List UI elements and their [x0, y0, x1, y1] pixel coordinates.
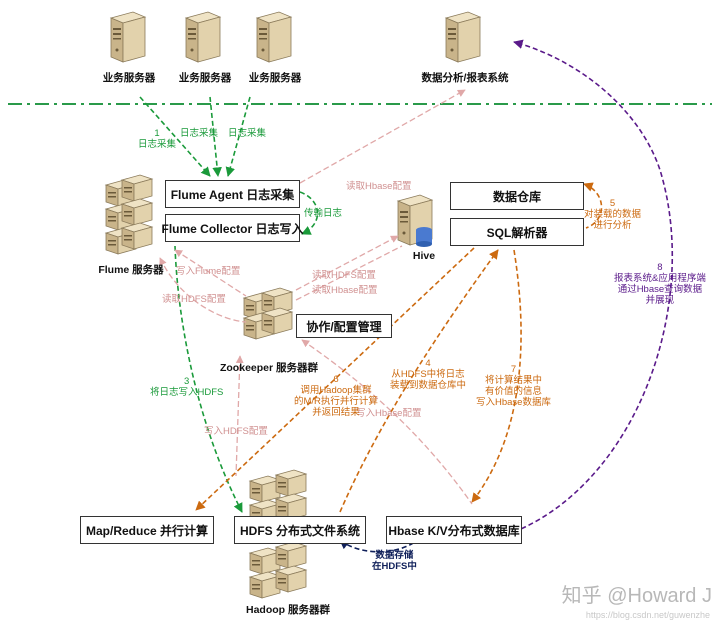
- coordination-box: 协作/配置管理: [296, 314, 392, 338]
- arrow-report-query: [513, 39, 673, 533]
- arrow-log-collect-2: [209, 96, 222, 177]
- write-flume-config-label: 写入Flume配置: [176, 266, 241, 277]
- write-hdfs-config-label: 写入HDFS配置: [204, 426, 268, 437]
- arrow-read-hbase-config-top: [299, 89, 466, 184]
- hive-label: Hive: [412, 250, 436, 262]
- business-server-label-3: 业务服务器: [248, 72, 302, 84]
- arrow-read-hdfs-config-left: [159, 257, 247, 323]
- hbase-box: Hbase K/V分布式数据库: [386, 516, 522, 544]
- arrow-load-warehouse: [339, 249, 499, 513]
- read-hbase-config-top-label: 读取Hbase配置: [346, 181, 412, 192]
- zookeeper-label: Zookeeper 服务器群: [219, 362, 319, 374]
- arrow-log-collect-1: [139, 96, 211, 177]
- sql-parser-box: SQL解析器: [450, 218, 584, 246]
- log-collect-label-2: 日志采集: [180, 128, 219, 139]
- mapreduce-box: Map/Reduce 并行计算: [80, 516, 214, 544]
- read-hdfs-config-left-label: 读取HDFS配置: [162, 294, 226, 305]
- data-storage-label: 数据存储在HDFS中: [372, 550, 417, 572]
- log-collect-label-3: 日志采集: [228, 128, 267, 139]
- arrow-write-hbase-config: [301, 339, 473, 505]
- hive-server-icon: [397, 194, 433, 247]
- flume-agent-box: Flume Agent 日志采集: [165, 180, 300, 208]
- business-server-label-2: 业务服务器: [178, 72, 232, 84]
- hadoop-label: Hadoop 服务器群: [246, 604, 330, 616]
- arrow-analyze: [583, 182, 603, 229]
- flume-server-icon: [105, 174, 153, 255]
- zookeeper-server-icon: [243, 287, 293, 340]
- data-warehouse-box: 数据仓库: [450, 182, 584, 210]
- arrow-read-hdfs-config-mid: [295, 235, 399, 291]
- report-system-label: 数据分析/报表系统: [421, 72, 509, 84]
- transfer-log-label: 传输日志: [304, 208, 343, 219]
- read-hdfs-config-mid-label: 读取HDFS配置: [312, 270, 376, 281]
- arrow-write-hbase: [471, 249, 522, 503]
- report-server-icon: [445, 11, 481, 63]
- arrow-write-flume-config: [174, 249, 247, 297]
- business-server-icon-3: [256, 11, 292, 63]
- arrow-transfer-log: [299, 191, 319, 235]
- arrow-write-hdfs-config: [235, 355, 244, 477]
- watermark: 知乎 @Howard J: [561, 585, 712, 607]
- write-hbase-config-label: 写入Hbase配置: [356, 408, 422, 419]
- business-server-icon-2: [185, 11, 221, 63]
- flume-server-label: Flume 服务器: [98, 264, 164, 276]
- arrow-log-collect-3: [225, 96, 251, 177]
- watermark-url: https://blog.csdn.net/guwenzhe: [585, 610, 710, 620]
- arrow-read-hbase-config-mid: [295, 245, 403, 301]
- business-server-icon-1: [110, 11, 146, 63]
- read-hbase-config-mid-label: 读取Hbase配置: [312, 285, 378, 296]
- business-server-label-1: 业务服务器: [102, 72, 156, 84]
- hdfs-box: HDFS 分布式文件系统: [234, 516, 366, 544]
- flume-collector-box: Flume Collector 日志写入: [162, 214, 304, 242]
